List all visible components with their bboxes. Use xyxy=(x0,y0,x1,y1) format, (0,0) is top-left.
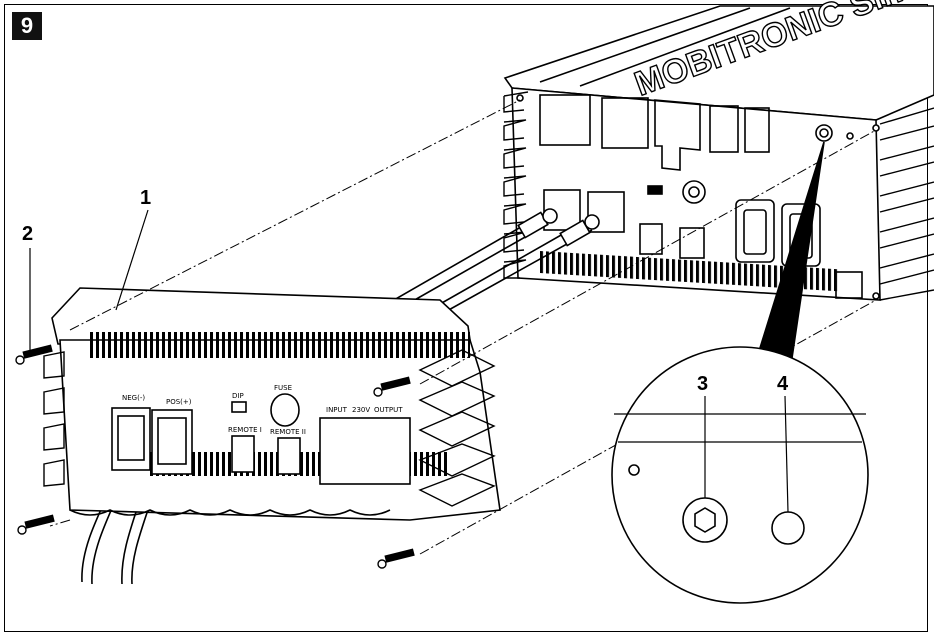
neg-label: NEG(-) xyxy=(122,394,145,402)
screw-bottom-left xyxy=(17,514,55,535)
pos-label: POS(+) xyxy=(166,398,192,406)
callout-2: 2 xyxy=(22,223,33,245)
connection-cover xyxy=(43,287,501,521)
leader-lines xyxy=(29,209,149,352)
detail-magnifier xyxy=(611,141,869,604)
callout-3: 3 xyxy=(697,373,708,395)
voltage-label: 230V xyxy=(352,406,370,414)
screw-mid xyxy=(373,376,411,397)
figure-number-badge: 9 xyxy=(12,12,42,40)
callout-1: 1 xyxy=(140,187,151,209)
dip-label: DIP xyxy=(232,392,244,400)
screws xyxy=(15,344,415,569)
inverter-unit xyxy=(503,5,934,301)
input-label: INPUT xyxy=(326,406,348,414)
screw-bottom-right xyxy=(377,548,415,569)
callout-4: 4 xyxy=(777,373,789,395)
screw-top-left xyxy=(15,344,53,365)
remote1-label: REMOTE I xyxy=(228,426,262,434)
alignment-lines xyxy=(29,99,877,555)
output-label: OUTPUT xyxy=(374,406,403,414)
remote2-label: REMOTE II xyxy=(270,428,306,436)
fuse-label: FUSE xyxy=(274,384,292,392)
